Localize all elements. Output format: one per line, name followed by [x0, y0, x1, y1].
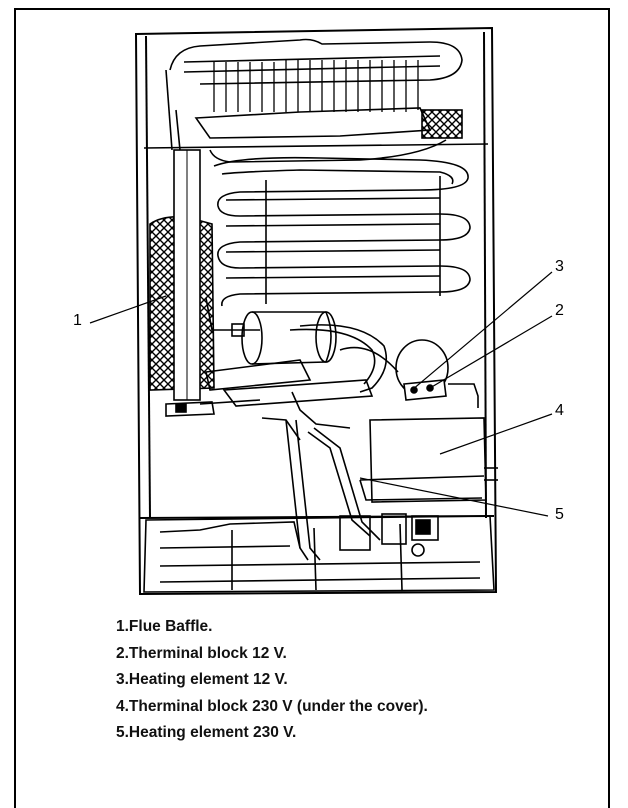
legend-list: 1.Flue Baffle. 2.Therminal block 12 V. 3…	[116, 614, 428, 747]
boiler-assembly	[199, 311, 388, 561]
terminal-block-12v	[339, 339, 479, 408]
legend-item-terminal-block-230v: 4.Therminal block 230 V (under the cover…	[116, 697, 428, 715]
base-plate	[143, 513, 495, 593]
flue-tube	[149, 149, 215, 417]
cooling-coil	[205, 139, 471, 331]
leader-lines	[89, 271, 553, 517]
callout-1: 1	[73, 312, 82, 329]
callout-5: 5	[555, 506, 564, 523]
callout-2: 2	[555, 302, 564, 319]
legend-item-heating-element-230v: 5.Heating element 230 V.	[116, 724, 297, 741]
refrigerator-rear-diagram	[89, 26, 553, 596]
callout-4: 4	[555, 402, 564, 419]
legend-item-terminal-block-12v: 2.Therminal block 12 V.	[116, 644, 287, 662]
callout-3: 3	[555, 258, 564, 275]
condenser-coil	[143, 38, 489, 151]
cabinet-outline	[134, 26, 498, 596]
legend-item-flue-baffle: 1.Flue Baffle.	[116, 618, 213, 635]
terminal-cover-230v	[359, 417, 498, 503]
legend-item-heating-element-12v: 3.Heating element 12 V.	[116, 671, 288, 688]
figure-border	[14, 8, 610, 808]
